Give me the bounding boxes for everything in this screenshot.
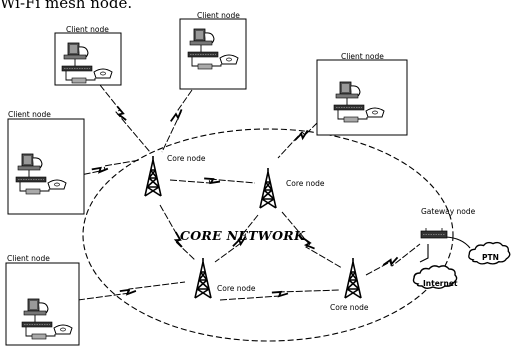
core-node-label: Core node <box>167 154 206 163</box>
core-node-label: Core node <box>286 179 325 188</box>
tower-icon <box>259 167 277 209</box>
core-node-1: Core node <box>144 154 206 197</box>
gateway-node-label: Gateway node <box>421 207 476 216</box>
core-node-label: Core node <box>330 303 369 312</box>
link-client3-core1 <box>65 159 141 179</box>
client-node-4: Client node <box>316 52 408 136</box>
core-node-3: Core node <box>194 257 256 299</box>
internet-cloud: Internet <box>412 265 458 289</box>
link-core4-gateway <box>365 243 421 276</box>
gateway-node: Gateway node <box>420 207 476 239</box>
link-gateway-ptn <box>445 236 471 249</box>
client-node-label: Client node <box>197 11 240 20</box>
core-node-4: Core node <box>330 257 369 312</box>
client-node-3: Client node <box>7 110 85 215</box>
link-client4-core2 <box>277 109 331 159</box>
link-core3-core4 <box>219 289 341 301</box>
link-gateway-internet <box>419 244 429 263</box>
lightning-bolt-icon <box>113 105 129 123</box>
client-node-label: Client node <box>341 52 384 61</box>
ptn-cloud: PTN <box>468 241 511 265</box>
client-node-label: Client node <box>7 254 50 263</box>
client-node-5: Client node <box>5 254 80 346</box>
link-core1-core2 <box>169 178 256 184</box>
client-node-2: Client node <box>179 11 247 90</box>
figure-heading: Wi-Fi mesh node. <box>0 0 133 12</box>
core-network-boundary <box>82 128 454 342</box>
tower-icon <box>194 257 212 299</box>
internet-label: Internet <box>423 279 458 288</box>
lightning-bolt-icon <box>270 290 290 298</box>
tower-icon <box>344 257 362 299</box>
wireless-links <box>65 84 471 301</box>
core-network-title: CORE NETWORK <box>180 228 306 243</box>
link-client2-core1 <box>161 89 193 153</box>
link-client5-core3 <box>77 281 186 301</box>
client-node-label: Client node <box>66 25 109 34</box>
client-node-1: Client node <box>54 25 122 86</box>
core-node-2: Core node <box>259 167 325 209</box>
core-node-label: Core node <box>217 284 256 293</box>
tower-icon <box>144 155 162 197</box>
lightning-bolt-icon <box>118 288 138 296</box>
client-node-label: Client node <box>8 110 51 119</box>
ptn-label: PTN <box>482 253 499 262</box>
link-core1-core3 <box>159 204 196 261</box>
